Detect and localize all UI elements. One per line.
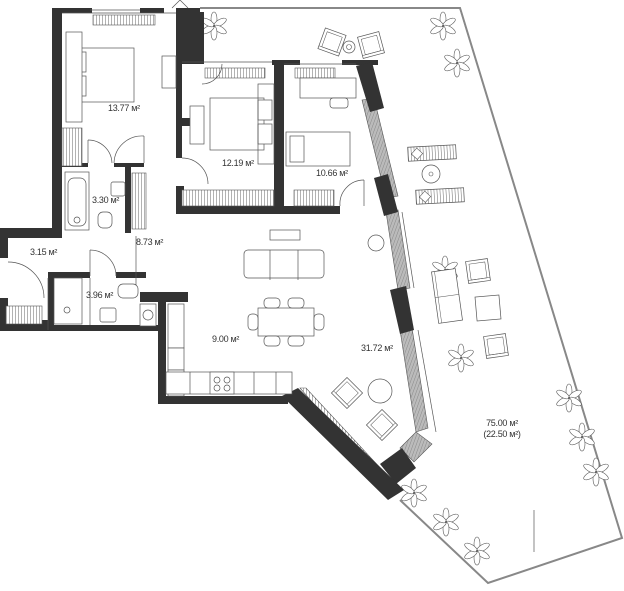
terrace-area-total: 75.00 м² bbox=[486, 418, 518, 428]
doors bbox=[7, 0, 365, 299]
room-area-bathroom-1: 3.30 м² bbox=[92, 195, 120, 205]
room-area-bedroom-1: 13.77 м² bbox=[108, 103, 140, 113]
room-area-living-room: 31.72 м² bbox=[361, 343, 393, 353]
room-area-bathroom-2: 3.96 м² bbox=[86, 290, 114, 300]
partitions bbox=[47, 9, 356, 330]
room-area-bedroom-2: 12.19 м² bbox=[222, 158, 254, 168]
living-furniture bbox=[243, 234, 399, 442]
kitchen-units bbox=[165, 303, 293, 397]
terrace-furniture bbox=[317, 27, 509, 359]
room-area-bedroom-3: 10.66 м² bbox=[316, 168, 348, 178]
bathroom-fixtures bbox=[53, 171, 157, 327]
terrace-area: 75.00 м² (22.50 м²) bbox=[470, 418, 534, 440]
terrace-area-reduced: (22.50 м²) bbox=[483, 429, 521, 439]
room-area-hallway: 8.73 м² bbox=[136, 237, 164, 247]
top-edge bbox=[0, 258, 8, 298]
room-area-closet: 3.15 м² bbox=[30, 247, 58, 257]
beds bbox=[65, 31, 357, 241]
room-area-kitchen: 9.00 м² bbox=[212, 334, 240, 344]
wardrobes bbox=[5, 127, 335, 325]
terrace-boundary bbox=[200, 7, 624, 585]
